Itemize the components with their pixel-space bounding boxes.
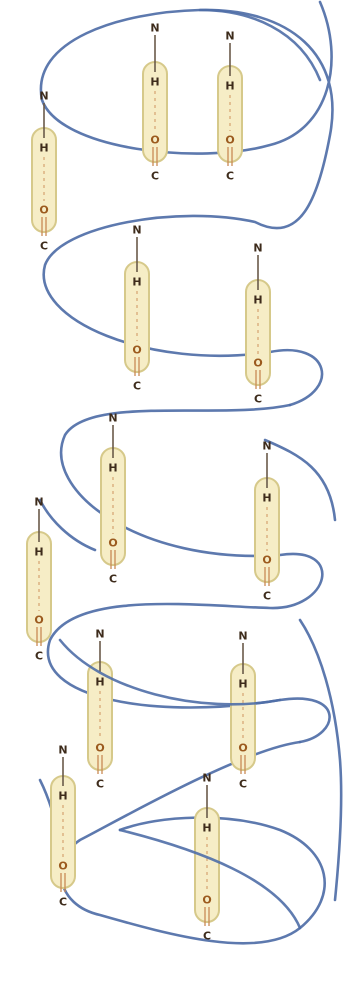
hydrogen-label: H <box>132 276 141 289</box>
hydrogen-label: H <box>108 462 117 475</box>
oxygen-label: O <box>34 614 43 627</box>
hydrogen-label: H <box>150 76 159 89</box>
nitrogen-label: N <box>108 412 117 425</box>
carbon-label: C <box>40 240 48 253</box>
hydrogen-bond-unit: N H O C <box>125 224 149 393</box>
oxygen-label: O <box>238 742 247 755</box>
hydrogen-label: H <box>39 142 48 155</box>
helix-front-segment <box>200 10 320 80</box>
nitrogen-label: N <box>238 630 247 643</box>
hydrogen-label: H <box>238 678 247 691</box>
carbon-label: C <box>35 650 43 663</box>
oxygen-label: O <box>253 357 262 370</box>
carbon-label: C <box>96 778 104 791</box>
oxygen-label: O <box>58 860 67 873</box>
oxygen-label: O <box>95 742 104 755</box>
nitrogen-label: N <box>132 224 141 237</box>
nitrogen-label: N <box>202 772 211 785</box>
hydrogen-bond-unit: N H O C <box>51 744 75 909</box>
hydrogen-bond-unit: N H O C <box>88 628 112 791</box>
carbon-label: C <box>59 896 67 909</box>
oxygen-label: O <box>132 344 141 357</box>
hydrogen-label: H <box>253 294 262 307</box>
nitrogen-label: N <box>39 90 48 103</box>
carbon-label: C <box>133 380 141 393</box>
oxygen-label: O <box>202 894 211 907</box>
carbon-label: C <box>239 778 247 791</box>
hydrogen-label: H <box>58 790 67 803</box>
carbon-label: C <box>203 930 211 943</box>
carbon-label: C <box>151 170 159 183</box>
carbon-label: C <box>263 590 271 603</box>
hydrogen-bond-unit: N H O C <box>246 242 270 406</box>
oxygen-label: O <box>150 134 159 147</box>
hydrogen-label: H <box>202 822 211 835</box>
hydrogen-label: H <box>34 546 43 559</box>
oxygen-label: O <box>108 537 117 550</box>
carbon-label: C <box>109 573 117 586</box>
hydrogen-bond-unit: N H O C <box>143 22 167 183</box>
hydrogen-bond-unit: N H O C <box>101 412 125 586</box>
nitrogen-label: N <box>58 744 67 757</box>
hydrogen-bond-unit: N H O C <box>218 30 242 183</box>
helix-backbone-segment <box>41 2 333 405</box>
hydrogen-bond-unit: N H O C <box>27 496 51 663</box>
hydrogen-label: H <box>95 676 104 689</box>
nitrogen-label: N <box>95 628 104 641</box>
hydrogen-label: H <box>225 80 234 93</box>
nitrogen-label: N <box>253 242 262 255</box>
hydrogen-bond-unit: N H O C <box>231 630 255 791</box>
nitrogen-label: N <box>150 22 159 35</box>
nitrogen-label: N <box>225 30 234 43</box>
oxygen-label: O <box>262 554 271 567</box>
hydrogen-bond-unit: N H O C <box>255 440 279 603</box>
nitrogen-label: N <box>262 440 271 453</box>
helix-backbone-segment <box>61 742 325 943</box>
hydrogen-label: H <box>262 492 271 505</box>
oxygen-label: O <box>225 134 234 147</box>
carbon-label: C <box>226 170 234 183</box>
helix-backbone-segment <box>300 620 341 900</box>
oxygen-label: O <box>39 204 48 217</box>
nitrogen-label: N <box>34 496 43 509</box>
carbon-label: C <box>254 393 262 406</box>
